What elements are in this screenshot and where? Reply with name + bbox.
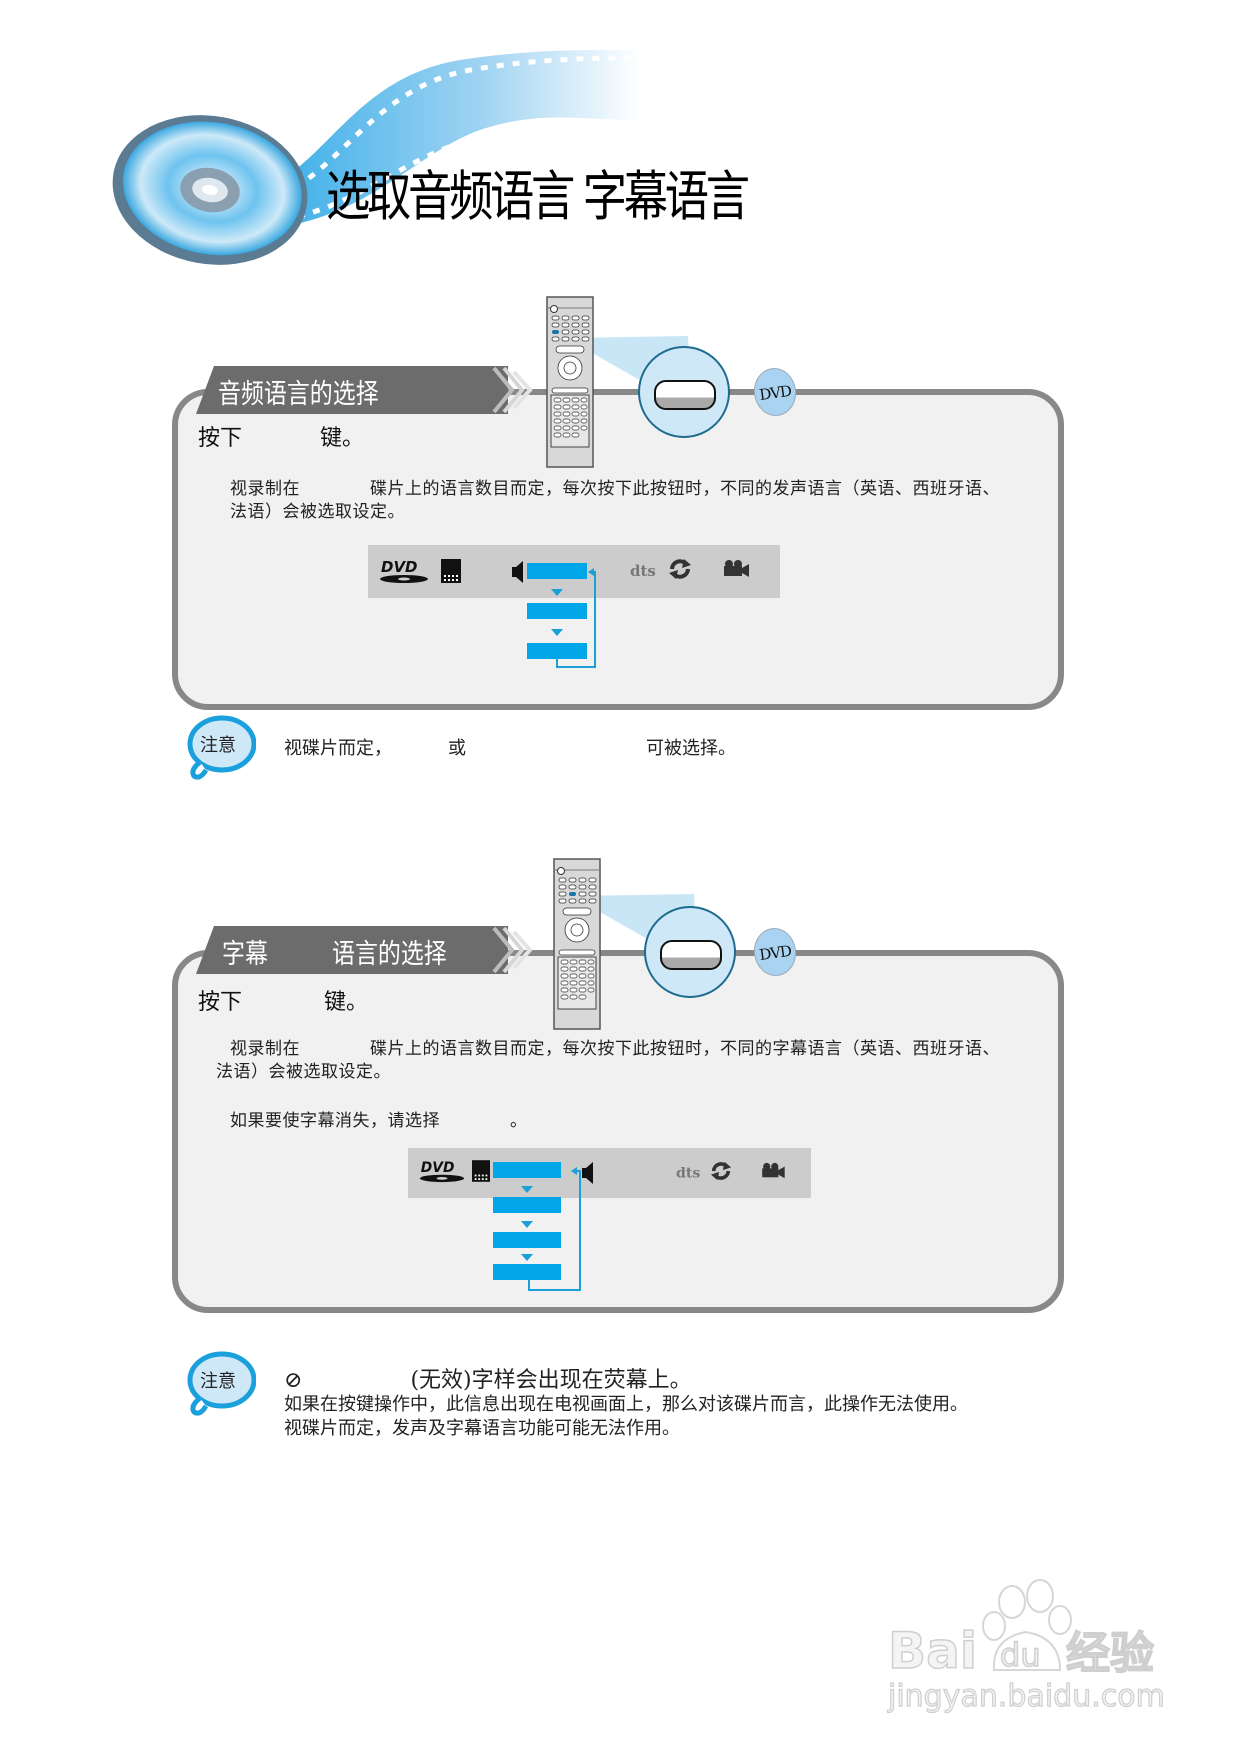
svg-text:DVD: DVD xyxy=(381,558,418,576)
down-arrow-icon xyxy=(521,1186,533,1193)
dts-icon: dts xyxy=(676,1166,700,1182)
press-prefix: 按下 xyxy=(198,426,243,451)
button-zoom-circle xyxy=(644,906,736,998)
disc-icon xyxy=(112,115,308,265)
subtitle-section-header: 字幕 语言的选择 xyxy=(196,926,508,974)
audio-button-icon xyxy=(654,380,716,410)
subtitle-option-2[interactable] xyxy=(493,1197,561,1213)
note-2-line2: 如果在按键操作中，此信息出现在电视画面上，那么对该碟片而言，此操作无法使用。 xyxy=(284,1394,968,1415)
down-arrow-icon xyxy=(551,629,563,636)
svg-text:经验: 经验 xyxy=(1066,1628,1154,1679)
subtitle-description-line1: 视录制在 碟片上的语言数目而定，每次按下此按钮时，不同的字幕语言（英语、西班牙语… xyxy=(230,1039,1000,1059)
camera-angle-icon xyxy=(724,560,749,577)
svg-text:dts: dts xyxy=(630,562,656,580)
dvd-logo-icon: DVD xyxy=(380,558,428,583)
chevron-arrows-icon xyxy=(492,366,533,414)
audio-description-line1: 视录制在 碟片上的语言数目而定，每次按下此按钮时，不同的发声语言（英语、西班牙语… xyxy=(230,479,1000,499)
audio-section-title: 音频语言的选择 xyxy=(218,379,379,410)
subtitle-option-1[interactable] xyxy=(493,1162,561,1178)
down-arrow-icon xyxy=(521,1221,533,1228)
baidu-jingyan-watermark: Bai du 经验 jingyan.baidu.com xyxy=(886,1579,1165,1714)
press-instruction: 按下 键。 xyxy=(198,984,368,1016)
repeat-icon xyxy=(710,1161,732,1181)
cycle-loop-arrow xyxy=(556,568,596,668)
subtitle-section-title-part1: 字幕 xyxy=(222,939,268,970)
dts-icon: dts xyxy=(630,562,656,580)
audio-section-header: 音频语言的选择 xyxy=(196,366,508,414)
svg-text:DVD: DVD xyxy=(421,1160,455,1176)
film-strip-graphic xyxy=(240,49,640,230)
press-suffix: 键。 xyxy=(324,990,369,1015)
subtitle-option-4[interactable] xyxy=(493,1264,561,1280)
remote-control-icon xyxy=(546,296,594,468)
speaker-icon xyxy=(582,1162,593,1184)
subtitle-hide-hint: 如果要使字幕消失，请选择 。 xyxy=(230,1111,528,1131)
subtitle-icon xyxy=(441,559,461,583)
down-arrow-icon xyxy=(521,1254,533,1261)
repeat-icon xyxy=(669,559,691,579)
audio-option-3[interactable] xyxy=(527,643,587,659)
press-instruction: 按下 键。 xyxy=(198,420,364,452)
subtitle-section-title-part2: 语言的选择 xyxy=(332,939,447,970)
note-2-line3: 视碟片而定，发声及字幕语言功能可能无法作用。 xyxy=(284,1418,680,1439)
note-icon: 注意 xyxy=(187,715,256,780)
page-title: 选取音频语言 字幕语言 xyxy=(326,165,750,228)
audio-description-line2: 法语）会被选取设定。 xyxy=(230,502,405,522)
audio-description: 视录制在 碟片上的语言数目而定，每次按下此按钮时，不同的发声语言（英语、西班牙语… xyxy=(230,478,1000,524)
dvd-logo-icon: DVD xyxy=(419,1160,465,1183)
remote-control-icon xyxy=(553,858,601,1030)
audio-option-2[interactable] xyxy=(527,603,587,619)
cycle-loop-arrow xyxy=(528,1167,581,1291)
press-suffix: 键。 xyxy=(320,426,365,451)
subtitle-button-icon xyxy=(660,940,722,970)
note-label: 注意 xyxy=(200,735,236,756)
svg-text:注意: 注意 xyxy=(200,1371,236,1392)
svg-text:du: du xyxy=(1000,1636,1041,1674)
watermark-brand: Bai xyxy=(888,1622,977,1680)
svg-text:dts: dts xyxy=(676,1166,700,1182)
subtitle-language-panel xyxy=(172,950,1064,1313)
note-1-text: 视碟片而定，或可被选择。 xyxy=(284,738,736,759)
subtitle-icon xyxy=(472,1160,490,1182)
chevron-arrows-icon xyxy=(492,926,533,974)
camera-angle-icon xyxy=(762,1162,785,1179)
note-2-heading: ⊘(无效)字样会出现在荧幕上。 xyxy=(284,1368,692,1393)
speaker-icon xyxy=(512,561,523,583)
note-icon: 注意 xyxy=(187,1351,256,1416)
down-arrow-icon xyxy=(551,589,563,596)
watermark-url: jingyan.baidu.com xyxy=(887,1679,1165,1714)
subtitle-description: 视录制在 碟片上的语言数目而定，每次按下此按钮时，不同的字幕语言（英语、西班牙语… xyxy=(216,1038,1000,1084)
subtitle-option-3[interactable] xyxy=(493,1232,561,1248)
press-prefix: 按下 xyxy=(198,990,243,1015)
button-zoom-circle xyxy=(638,346,730,438)
osd-bar-subtitle xyxy=(408,1148,811,1198)
subtitle-description-line2: 法语）会被选取设定。 xyxy=(216,1062,391,1082)
invalid-symbol-icon: ⊘ xyxy=(284,1368,303,1393)
audio-option-1[interactable] xyxy=(527,563,587,579)
